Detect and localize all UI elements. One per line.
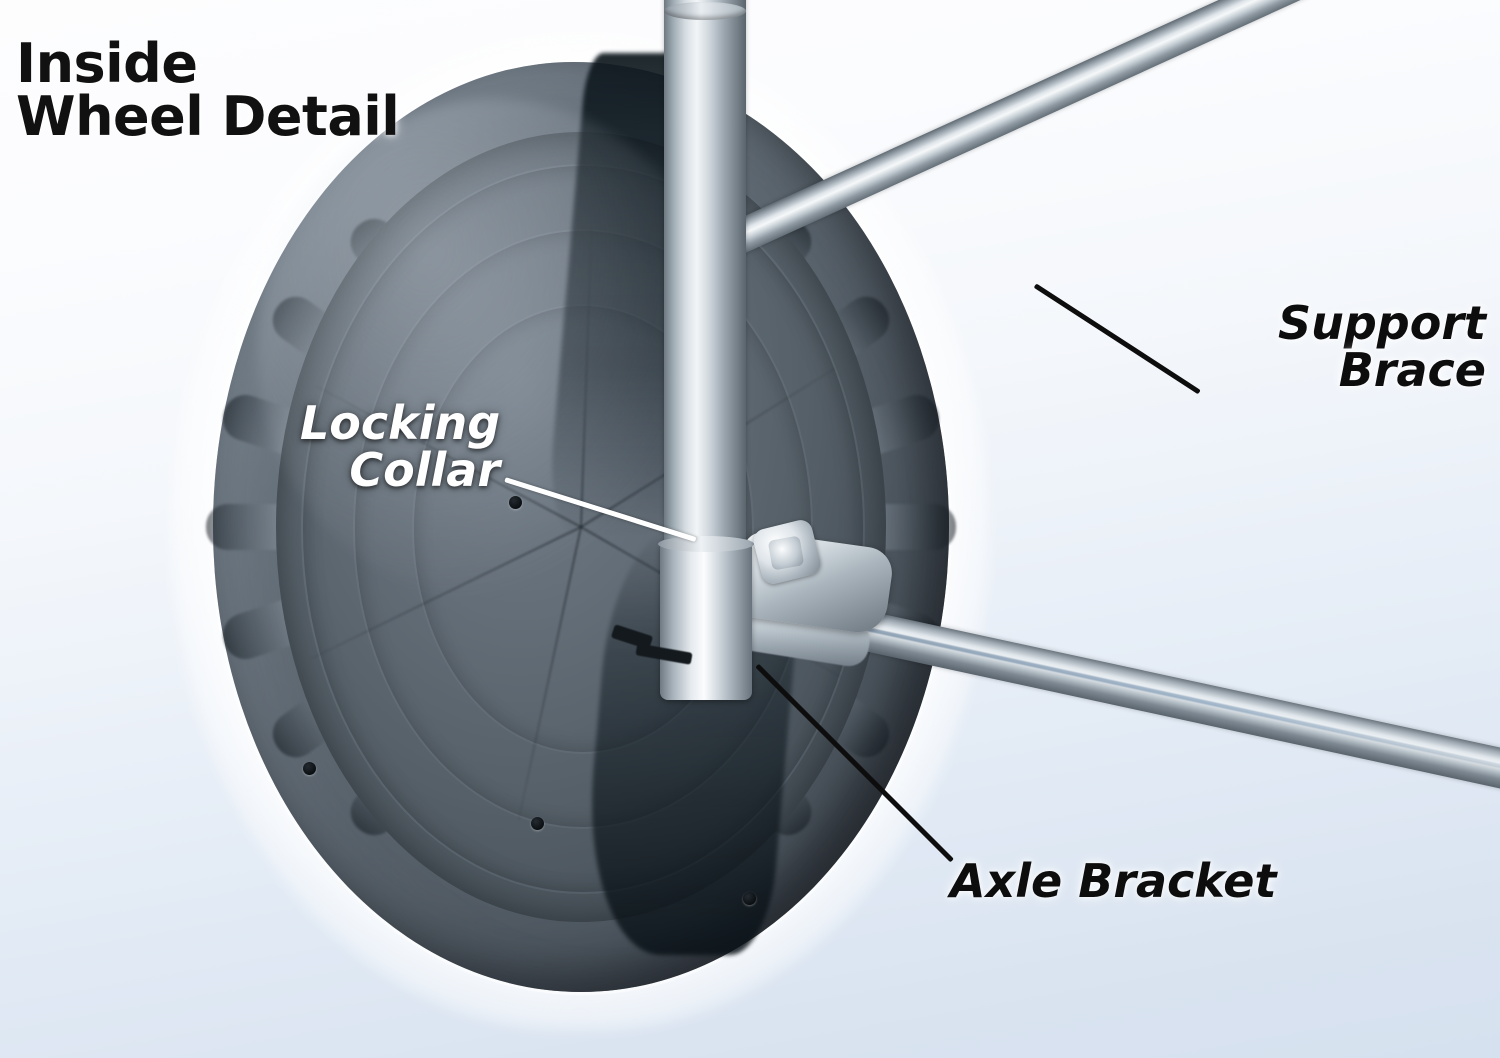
tire-vent-hole — [303, 762, 316, 775]
locking-collar — [660, 540, 752, 700]
tire-vent-hole — [531, 817, 544, 830]
callout-locking-collar: Locking Collar — [300, 396, 501, 497]
tire-vent-hole — [743, 892, 756, 905]
tire-highlight — [257, 99, 729, 602]
vertical-post-tube — [664, 0, 746, 592]
page-title: Inside Wheel Detail — [16, 32, 400, 148]
balloon-tire — [206, 52, 956, 992]
hub-nut — [767, 535, 805, 571]
tire-vent-hole — [509, 496, 522, 509]
locking-collar-top-ring — [658, 536, 754, 552]
callout-axle-bracket: Axle Bracket — [950, 854, 1277, 908]
vertical-post-tube-cap — [664, 2, 746, 20]
callout-support-brace: Support Brace — [1277, 296, 1486, 397]
